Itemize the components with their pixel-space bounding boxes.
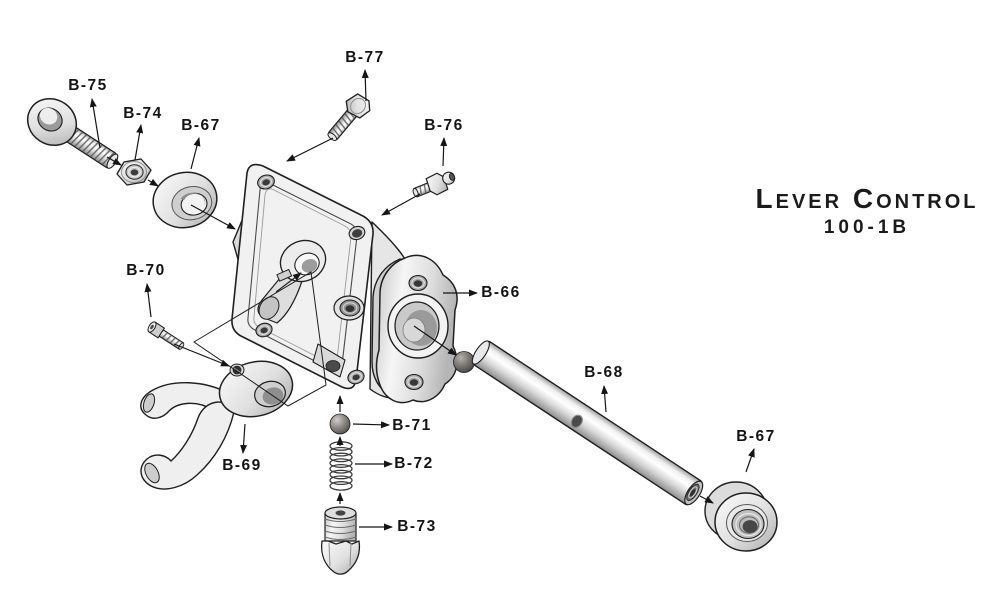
plate-hole-tl [257,174,275,190]
assembly-code: 100-1B [823,217,911,238]
part-b77-hex-bolt [327,93,371,142]
arrow-nut-to-bushing [147,178,159,187]
part-b71-detent-ball [329,413,351,435]
arrow-b70-to-fork [173,343,230,367]
part-b67-right-bushing [704,481,778,552]
label-b72: B-72 [394,455,434,472]
part-b74-hex-nut [116,158,152,186]
plate-hole-bl [255,322,273,338]
bore-bottom [402,317,426,343]
label-b68: B-68 [584,364,624,381]
label-b75: B-75 [68,77,108,94]
flange-ear-hole-top [408,274,428,292]
lower-inner-boss [312,343,346,378]
construction-plane [193,271,327,407]
leader-b68 [601,385,609,413]
shaft-end-cap [453,351,475,373]
arrow-b77-to-plate [286,137,334,162]
label-b74: B-74 [123,105,163,122]
label-b66: B-66 [481,284,521,301]
label-b76: B-76 [424,117,464,134]
part-b69-shift-fork [140,360,294,490]
leader-b74 [134,124,144,161]
plate-hole-br [347,369,365,385]
arrow-b75-to-nut [106,156,122,166]
label-b70: B-70 [126,262,166,279]
leader-b76 [440,137,448,167]
leader-lines [89,69,755,531]
page-title: Lever Control [755,183,979,214]
part-b73-plug [320,506,361,575]
part-b66-housing [231,163,458,404]
leader-b67-right [745,448,755,473]
assembly-arrows [106,137,714,504]
label-b69: B-69 [222,457,262,474]
arrow-bore-to-shaft [413,325,457,356]
leader-b75 [89,98,101,149]
label-b67-left: B-67 [181,117,221,134]
title-block: Lever Control 100-1B [756,185,979,239]
part-b67-left-bushing [152,171,218,229]
inner-hub-boss [257,239,327,324]
label-b67-right: B-67 [736,428,776,445]
leader-b67-left [190,137,201,170]
arrow-b76-to-housing [381,193,421,216]
leader-b77 [361,69,369,102]
arrow-shaft-to-bushing [699,495,714,504]
detent-hole-boss [333,295,365,321]
part-b76-grease-fitting [412,171,456,198]
label-b73: B-73 [397,518,437,535]
plate-hole-tr [348,225,366,241]
leader-b71 [352,421,390,429]
part-b68-shaft [471,340,704,506]
arrow-bushing-to-housing [190,204,236,230]
flange-ear-hole-bottom [404,373,424,391]
part-b70-set-screw [147,321,185,350]
part-b75-rod-end [26,97,119,169]
leader-b70 [144,283,152,318]
leader-b69 [240,423,248,454]
label-b77: B-77 [345,49,385,66]
label-b71: B-71 [392,417,432,434]
part-b72-spring [329,441,353,491]
